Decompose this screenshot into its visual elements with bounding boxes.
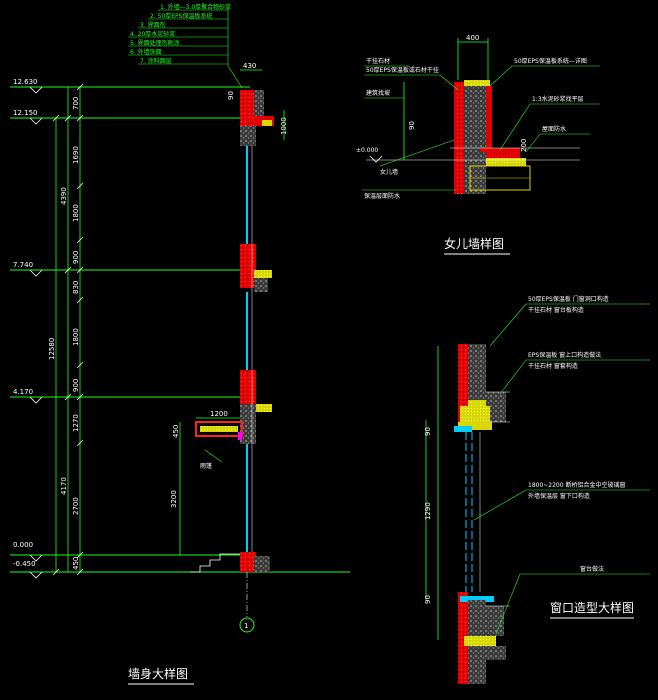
wall-note: 4. 20厚水泥砂浆	[130, 30, 175, 38]
canopy: 1200 450 3200 雨篷	[170, 410, 243, 555]
dimension-text: 430	[243, 62, 256, 70]
parapet-note: 屋面防水	[542, 125, 566, 133]
dimension-text: 900	[72, 251, 80, 264]
wall-note: 2. 50厚EPS保温板系统	[150, 12, 213, 20]
elevation-label: -0.450	[13, 560, 36, 568]
parapet-note: 保温层面防水	[364, 192, 400, 200]
window-note: 干挂石材 窗台板构造	[528, 306, 584, 314]
dimension-text: 90	[408, 121, 416, 130]
wall-note: 7. 涂料面层	[140, 57, 172, 65]
dimension-text: 2700	[72, 497, 80, 515]
elevation-labels: 12.630 12.150 7.740 4.170 0.000 -0.450	[13, 78, 38, 568]
top-detail-dims: 430 90 1000	[227, 62, 288, 140]
wall-section-detail: 12.630 12.150 7.740 4.170 0.000 -0.450	[10, 3, 350, 685]
dimension-text: 1200	[210, 410, 228, 418]
parapet-title: 女儿墙样图	[444, 236, 504, 251]
wall-layer-notes: 1. 外墙—3.0厚聚合物砂浆 2. 50厚EPS保温板系统 3. 界面剂 4.…	[128, 3, 243, 89]
window-note: 50厚EPS保温板 门窗洞口构造	[528, 295, 609, 303]
dimension-text: 1800	[72, 328, 80, 346]
wall-note: 6. 外墙饰面	[130, 48, 162, 56]
dimension-chains	[55, 87, 81, 572]
dimension-text: 830	[72, 281, 80, 294]
parapet-note: 50厚EPS保温板或石材干挂	[366, 66, 439, 74]
window-note: EPS保温板 窗上口构造做法	[528, 351, 601, 359]
axis-marker: 1	[239, 572, 255, 633]
dimension-text: 450	[172, 425, 180, 438]
parapet-note: 干挂石材	[366, 57, 390, 65]
parapet-note: 1:3水泥砂浆找平层	[532, 95, 584, 103]
axis-label: 1	[244, 622, 248, 630]
dimension-text: 450	[72, 557, 80, 570]
dimension-text: 400	[466, 34, 479, 42]
elevation-label: 0.000	[13, 541, 33, 549]
dimension-text: 700	[72, 97, 80, 110]
elevation-markers	[29, 86, 43, 579]
wall-note: 5. 界面处理剂刷涂	[130, 39, 180, 47]
elevation-label: 12.150	[13, 109, 38, 117]
elevation-label: 7.740	[13, 261, 33, 269]
wall-section-title: 墙身大样图	[128, 666, 188, 681]
parapet-note: 建筑找坡	[366, 89, 390, 97]
wall-note: 3. 界面剂	[140, 21, 166, 29]
dimension-values: 700 1690 1800 900 830 1800 900 1270 2700…	[48, 97, 80, 570]
dimension-text: 3200	[170, 490, 178, 508]
dimension-text: 90	[227, 91, 235, 100]
dimension-text: 4170	[60, 477, 68, 495]
dimension-text: 900	[72, 379, 80, 392]
window-note: 窗台做法	[580, 565, 604, 573]
dimension-text: 4390	[60, 187, 68, 205]
window-note: 外墙保温层 窗下口构造	[528, 492, 590, 500]
window-title: 窗口造型大样图	[550, 600, 634, 615]
dimension-ticks	[52, 83, 84, 576]
dimension-text: 1290	[424, 502, 432, 520]
parapet-note: 50厚EPS保温板系统—详图	[514, 57, 587, 65]
window-note: 干挂石材 窗套构造	[528, 362, 578, 370]
dimension-text: 1270	[72, 414, 80, 432]
parapet-detail: 400 90 200 干挂石材 50厚EPS保温板或石材干挂 建筑找坡 ±0.0…	[356, 34, 600, 255]
elevation-label: 12.630	[13, 78, 38, 86]
dimension-text: 90	[424, 427, 432, 436]
dimension-text: 1690	[72, 146, 80, 164]
canopy-label: 雨篷	[200, 462, 212, 470]
window-detail: 90 1290 90	[424, 295, 650, 684]
wall-body	[240, 90, 274, 572]
dimension-text: 12580	[48, 338, 56, 360]
dimension-text: 200	[520, 139, 528, 152]
wall-note: 1. 外墙—3.0厚聚合物砂浆	[160, 3, 231, 11]
elevation-lines	[10, 86, 350, 573]
window-note: 1800~2200 断桥铝合金中空玻璃窗	[528, 481, 625, 489]
parapet-level-mark: ±0.000	[356, 147, 378, 154]
parapet-note: 女儿墙	[380, 168, 398, 176]
entry-steps	[190, 553, 240, 573]
dimension-text: 1800	[72, 204, 80, 222]
dimension-text: 90	[424, 595, 432, 604]
elevation-label: 4.170	[13, 388, 33, 396]
